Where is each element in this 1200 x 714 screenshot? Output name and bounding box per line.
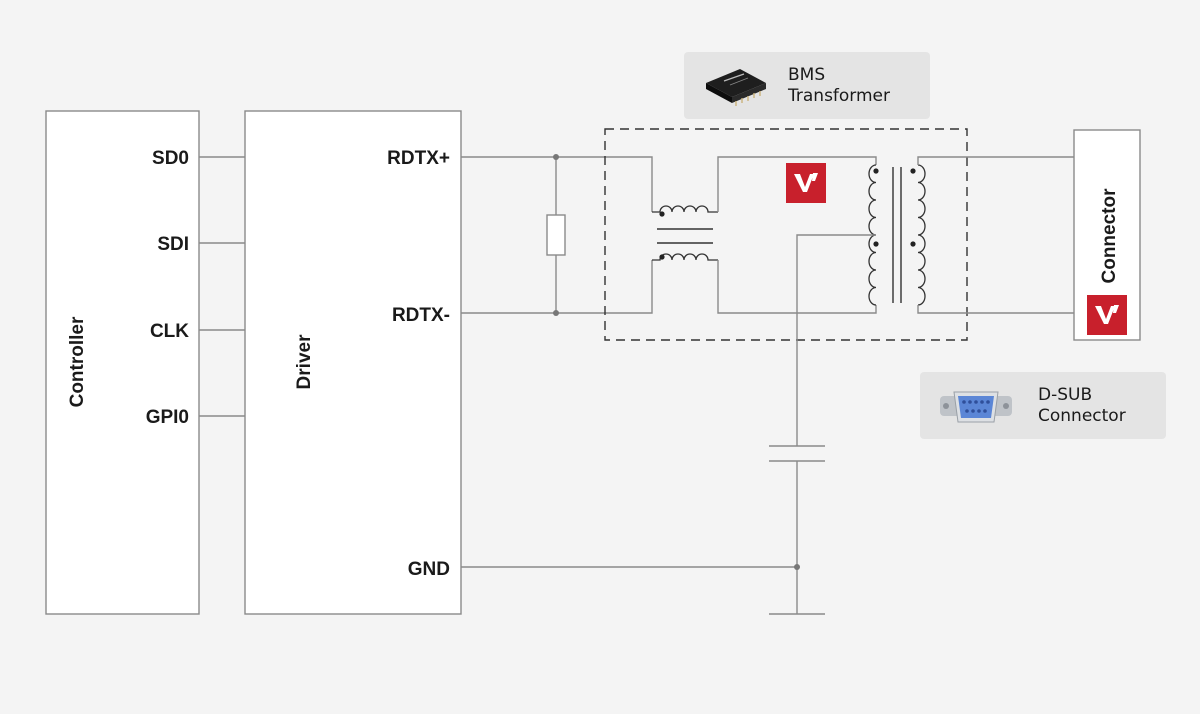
dsub-callout: D-SUB Connector [920, 372, 1166, 439]
pin-gnd: GND [408, 559, 450, 580]
dsub-connector-icon [940, 391, 1012, 422]
transformer-callout-line2: Transformer [788, 85, 891, 106]
pin-gpi0: GPI0 [146, 407, 189, 428]
driver-block [244, 110, 462, 615]
polarity-dot [910, 241, 916, 247]
pin-sd0: SD0 [152, 148, 189, 169]
choke-coil-top [652, 205, 718, 213]
brand-logo-icon [1087, 295, 1127, 335]
transformer-callout-line1: BMS [788, 64, 826, 85]
controller-label: Controller [67, 316, 88, 407]
center-tap-wire [796, 234, 876, 446]
wire-rdtx-minus [461, 260, 653, 314]
brand-logo-icon [786, 163, 826, 203]
dsub-callout-line2: Connector [1038, 405, 1126, 426]
junction-dot [553, 310, 559, 316]
polarity-dot [910, 168, 916, 174]
pin-rdtx-minus: RDTX- [392, 305, 450, 326]
dsub-callout-text: D-SUB Connector [1038, 385, 1126, 427]
transformer-callout-text: BMS Transformer [788, 65, 890, 107]
polarity-dot [873, 168, 879, 174]
polarity-dot [873, 241, 879, 247]
choke-coil-bottom [652, 253, 718, 261]
pin-sdi: SDI [157, 234, 189, 255]
wire-secondary-top [917, 156, 1074, 165]
polarity-dot [659, 211, 665, 217]
transformer-callout: BMS Transformer [684, 52, 930, 119]
controller-block [45, 110, 200, 615]
junction-dot [794, 564, 800, 570]
driver-label: Driver [294, 334, 315, 390]
transformer-module-boundary [604, 128, 968, 341]
wire-rdtx-plus [461, 156, 653, 212]
transformer-chip-icon [706, 68, 766, 106]
pin-clk: CLK [150, 321, 189, 342]
dsub-callout-line1: D-SUB [1038, 384, 1093, 405]
junction-dot [553, 154, 559, 160]
transformer-secondary-coil [917, 164, 926, 306]
wire-secondary-bottom [917, 305, 1074, 314]
connector-label: Connector [1099, 188, 1120, 284]
pin-rdtx-plus: RDTX+ [387, 148, 450, 169]
termination-resistor [546, 214, 566, 256]
polarity-dot [659, 254, 665, 260]
